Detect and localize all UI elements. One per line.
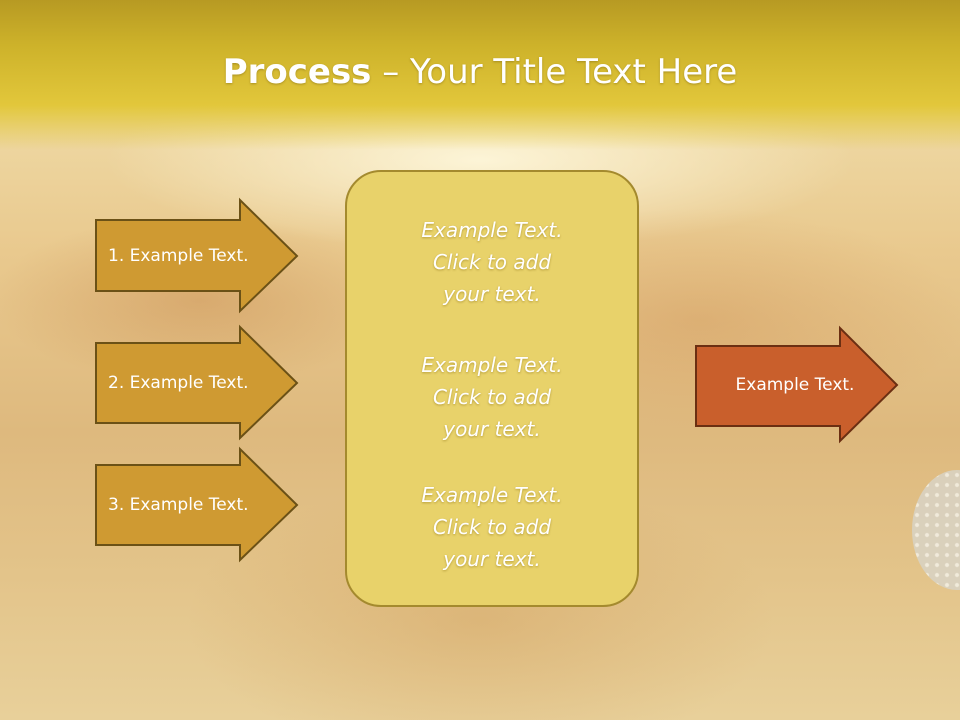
arrow-shape-3 [95,446,299,563]
step-arrow-3[interactable]: 3. Example Text. [95,446,299,563]
arrow-shape-1 [95,197,299,314]
title-bold: Process [222,52,372,92]
center-block-1-line1: Example Text. [421,218,563,242]
center-block-2-line3: your text. [443,417,541,441]
center-block-1: Example Text. Click to add your text. [347,214,637,310]
center-text-box[interactable]: Example Text. Click to add your text. Ex… [345,170,639,607]
output-arrow-shape [695,325,899,444]
title-band [0,0,960,150]
step-arrow-2[interactable]: 2. Example Text. [95,324,299,441]
step-label-2: 2. Example Text. [108,373,249,393]
center-block-1-line3: your text. [443,282,541,306]
strainer-decoration [912,470,960,590]
center-block-3-line2: Click to add [432,515,552,539]
step-label-1: 1. Example Text. [108,246,249,266]
center-block-2: Example Text. Click to add your text. [347,349,637,445]
step-label-3: 3. Example Text. [108,495,249,515]
slide-title[interactable]: Process – Your Title Text Here [0,52,960,92]
center-block-3-line3: your text. [443,547,541,571]
center-block-3-line1: Example Text. [421,483,563,507]
center-block-1-line2: Click to add [432,250,552,274]
step-arrow-1[interactable]: 1. Example Text. [95,197,299,314]
center-block-2-line1: Example Text. [421,353,563,377]
center-block-2-line2: Click to add [432,385,552,409]
output-arrow[interactable]: Example Text. [695,325,899,444]
title-rest: – Your Title Text Here [371,52,738,92]
output-label: Example Text. [735,375,855,395]
arrow-shape-2 [95,324,299,441]
center-block-3: Example Text. Click to add your text. [347,479,637,575]
